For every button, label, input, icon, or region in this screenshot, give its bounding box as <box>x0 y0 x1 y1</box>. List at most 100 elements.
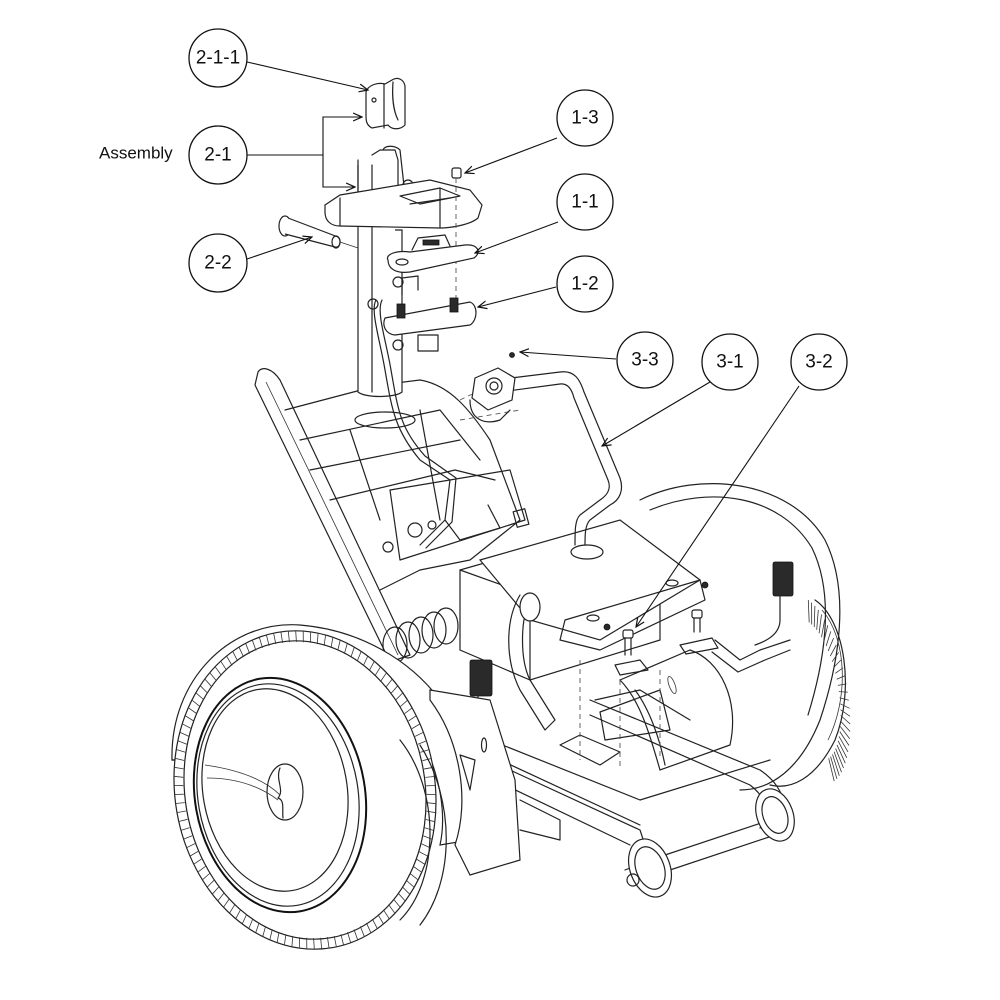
leader-1-3 <box>465 137 558 173</box>
tread-mark <box>316 633 319 645</box>
tread-mark <box>825 631 832 647</box>
tread-mark <box>833 751 842 773</box>
tread-mark <box>206 880 215 888</box>
tread-mark <box>202 873 210 881</box>
callout-label: 2-2 <box>204 253 231 274</box>
tread-mark <box>320 937 323 949</box>
callout-1-3: 1-3 <box>556 89 614 147</box>
console-platform <box>324 179 483 229</box>
tread-mark <box>333 935 337 947</box>
tread-mark <box>183 835 193 840</box>
tread-mark <box>821 619 826 638</box>
chassis-frame <box>254 368 795 898</box>
tread-mark <box>176 810 186 813</box>
tread-mark <box>421 843 431 849</box>
tread-mark <box>374 666 381 676</box>
part-3-1-handle <box>459 352 623 546</box>
tread-mark <box>199 685 208 694</box>
tread-mark <box>840 709 851 717</box>
tread-mark <box>174 766 184 770</box>
callout-label: 2-1 <box>204 145 231 166</box>
tread-mark <box>178 818 188 822</box>
tread-mark <box>262 926 266 937</box>
tread-mark <box>217 892 225 902</box>
tread-mark <box>816 609 819 630</box>
tread-mark <box>830 756 838 779</box>
tread-mark <box>337 640 341 651</box>
leader-2-1-a <box>247 117 362 156</box>
tread-mark <box>424 827 434 831</box>
left-wheel <box>171 624 521 950</box>
tread-mark <box>340 934 344 946</box>
tread-mark <box>245 643 251 654</box>
callout-2-1: 2-1 <box>188 125 248 185</box>
tread-mark <box>248 918 254 929</box>
tread-mark <box>251 639 257 651</box>
tread-mark <box>828 758 835 782</box>
tread-mark <box>276 931 280 943</box>
tread-mark <box>397 892 406 902</box>
tread-mark <box>837 740 848 758</box>
tread-mark <box>418 851 428 857</box>
tread-mark <box>835 748 844 769</box>
tread-mark <box>831 652 840 662</box>
tread-mark <box>356 651 362 662</box>
tread-mark <box>420 749 430 753</box>
suspension-spring <box>382 607 459 664</box>
tread-mark <box>269 929 273 940</box>
tread-mark <box>385 678 393 688</box>
tread-mark <box>400 699 408 707</box>
tread-mark <box>832 754 840 776</box>
tread-mark <box>280 631 283 643</box>
tread-mark <box>197 866 206 873</box>
tread-mark <box>232 651 239 662</box>
tread-mark <box>313 937 315 950</box>
tread-mark <box>829 644 837 657</box>
tread-mark <box>416 858 426 865</box>
tread-mark <box>839 726 851 739</box>
tread-mark <box>359 926 365 937</box>
tread-mark <box>835 667 844 674</box>
tread-mark <box>836 744 846 764</box>
leader-3-3 <box>520 352 617 360</box>
tread-mark <box>402 886 411 895</box>
tread-mark <box>330 637 334 649</box>
tread-mark <box>807 599 810 623</box>
tread-mark <box>177 740 187 745</box>
tread-mark <box>291 935 294 947</box>
callout-1-2: 1-2 <box>556 255 614 313</box>
control-column <box>278 77 483 549</box>
tread-mark <box>366 922 372 934</box>
callout-label: 3-2 <box>805 352 832 373</box>
callout-2-2: 2-2 <box>188 233 248 293</box>
right-wheel <box>639 483 851 791</box>
tread-mark <box>180 827 190 831</box>
tread-mark <box>827 637 834 652</box>
leader-1-2 <box>478 286 557 307</box>
callout-label: 1-1 <box>571 192 598 213</box>
tread-mark <box>426 802 437 805</box>
tread-mark <box>369 661 375 671</box>
tread-mark <box>390 685 398 694</box>
tread-mark <box>186 843 196 849</box>
tread-mark <box>838 736 849 753</box>
tread-mark <box>380 672 387 682</box>
leader-1-1 <box>475 221 559 253</box>
tread-mark <box>383 909 390 920</box>
tread-mark <box>223 898 230 908</box>
leader-3-1 <box>602 381 711 446</box>
tread-mark <box>833 659 842 668</box>
part-3-2-bolt <box>614 609 719 676</box>
leader-2-1-1 <box>246 61 368 90</box>
tread-mark <box>175 757 185 761</box>
tread-mark <box>209 672 217 682</box>
tread-mark <box>176 749 186 753</box>
part-2-2-pin <box>278 215 359 249</box>
tread-mark <box>204 678 213 688</box>
tread-mark <box>406 880 415 888</box>
tread-mark <box>220 660 227 671</box>
tread-mark <box>423 835 433 840</box>
callout-3-1: 3-1 <box>701 333 759 391</box>
tread-mark <box>840 720 851 732</box>
